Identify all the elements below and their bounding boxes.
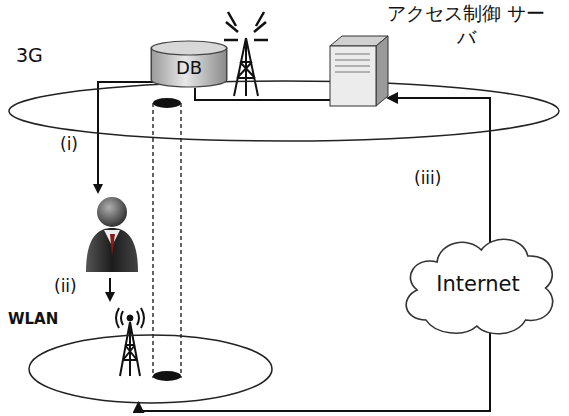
node-label: DB [150,57,228,80]
database-cylinder: DB [150,40,228,88]
user-icon [86,197,138,272]
cell-tower [224,12,268,96]
server-slot [335,66,370,67]
wlan-antenna [116,308,144,376]
coverage-cylinder [153,98,181,381]
network-region: 3G [8,80,560,142]
server-box: アクセス制御 サーバ [330,36,388,106]
server-side [376,36,388,106]
server-slot [335,60,370,61]
connector-line [139,98,491,411]
wlan-region: WLAN [28,334,273,404]
step-label: (iii) [412,168,443,188]
internet-cloud: Internet [395,228,561,340]
step-label: (i) [58,134,80,154]
wlan-region-outline [28,334,273,404]
cylinder-top [151,41,226,55]
connector-line [195,88,330,100]
server-slot [335,54,370,55]
step-label: (ii) [52,276,79,296]
node-label: アクセス制御 サーバ [386,2,546,50]
server-slot [335,72,370,73]
region-ellipse [29,335,272,403]
server-box-outline [330,36,388,106]
node-label: 3G [16,44,76,68]
node-label: WLAN [8,310,88,329]
region-ellipse [9,81,559,141]
node-label: Internet [395,271,561,297]
flow-arrow [109,278,111,300]
network-region-outline [8,80,560,142]
server-front [330,46,376,106]
